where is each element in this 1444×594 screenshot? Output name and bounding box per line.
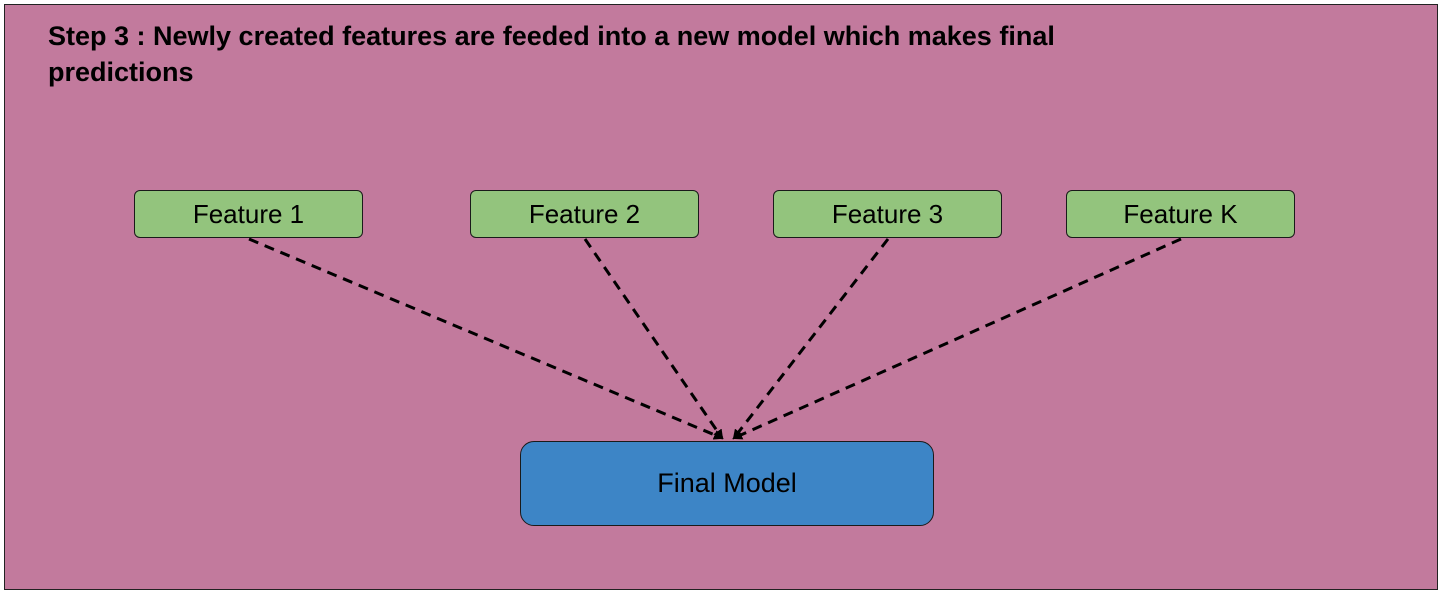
final-model-node: Final Model — [520, 441, 934, 526]
edge-feature-k-to-final-model — [732, 237, 1182, 440]
edge-feature-1-to-final-model — [248, 237, 724, 440]
feature-3-node: Feature 3 — [773, 190, 1002, 238]
feature-2-node: Feature 2 — [470, 190, 699, 238]
edge-feature-3-to-final-model — [732, 238, 890, 440]
diagram-title: Step 3 : Newly created features are feed… — [48, 21, 1055, 87]
feature-1-node: Feature 1 — [134, 190, 363, 238]
edge-feature-2-to-final-model — [583, 238, 724, 440]
feature-k-node: Feature K — [1066, 190, 1295, 238]
